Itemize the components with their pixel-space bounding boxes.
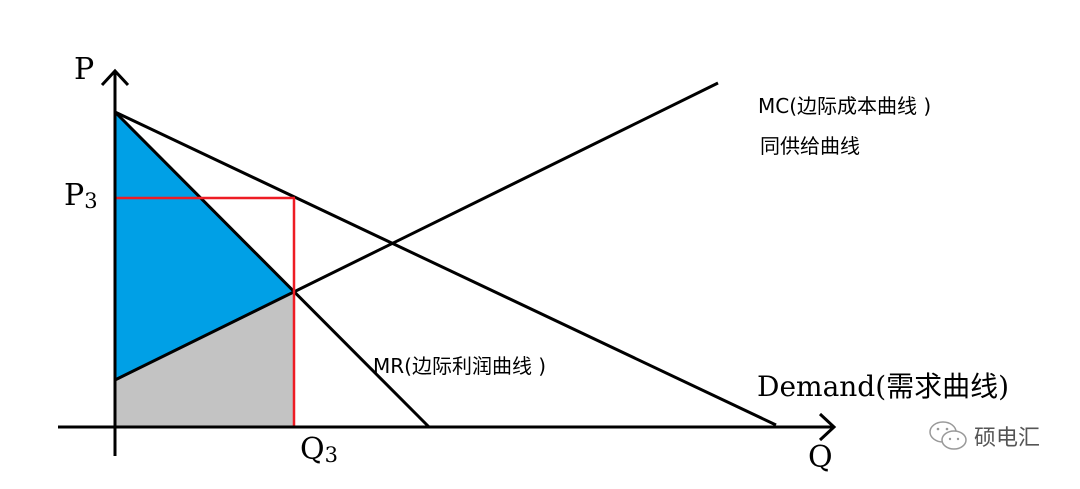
p3-label: P3	[64, 178, 98, 213]
x-axis-arrow	[818, 412, 837, 442]
q3-label: Q3	[300, 432, 338, 467]
q3-sub: 3	[324, 443, 338, 468]
mr-label: MR(边际利润曲线 )	[373, 354, 547, 378]
watermark-text: 硕电汇	[974, 426, 1041, 451]
mc-curve	[114, 81, 719, 382]
demand-curve	[114, 110, 777, 427]
x-axis-label: Q	[808, 440, 833, 475]
wechat-icon	[929, 421, 967, 450]
demand-label: Demand(需求曲线)	[757, 370, 1010, 403]
mc-sublabel: 同供给曲线	[760, 134, 860, 158]
y-axis-arrow	[100, 68, 130, 87]
q3-main: Q	[300, 432, 325, 467]
mr-curve	[113, 110, 431, 429]
watermark: 硕电汇	[928, 420, 1040, 452]
mc-label: MC(边际成本曲线 )	[758, 94, 932, 118]
cost-area	[115, 291, 294, 427]
y-axis-label: P	[74, 52, 95, 87]
p3-main: P	[64, 178, 85, 213]
p3-sub: 3	[84, 189, 98, 214]
